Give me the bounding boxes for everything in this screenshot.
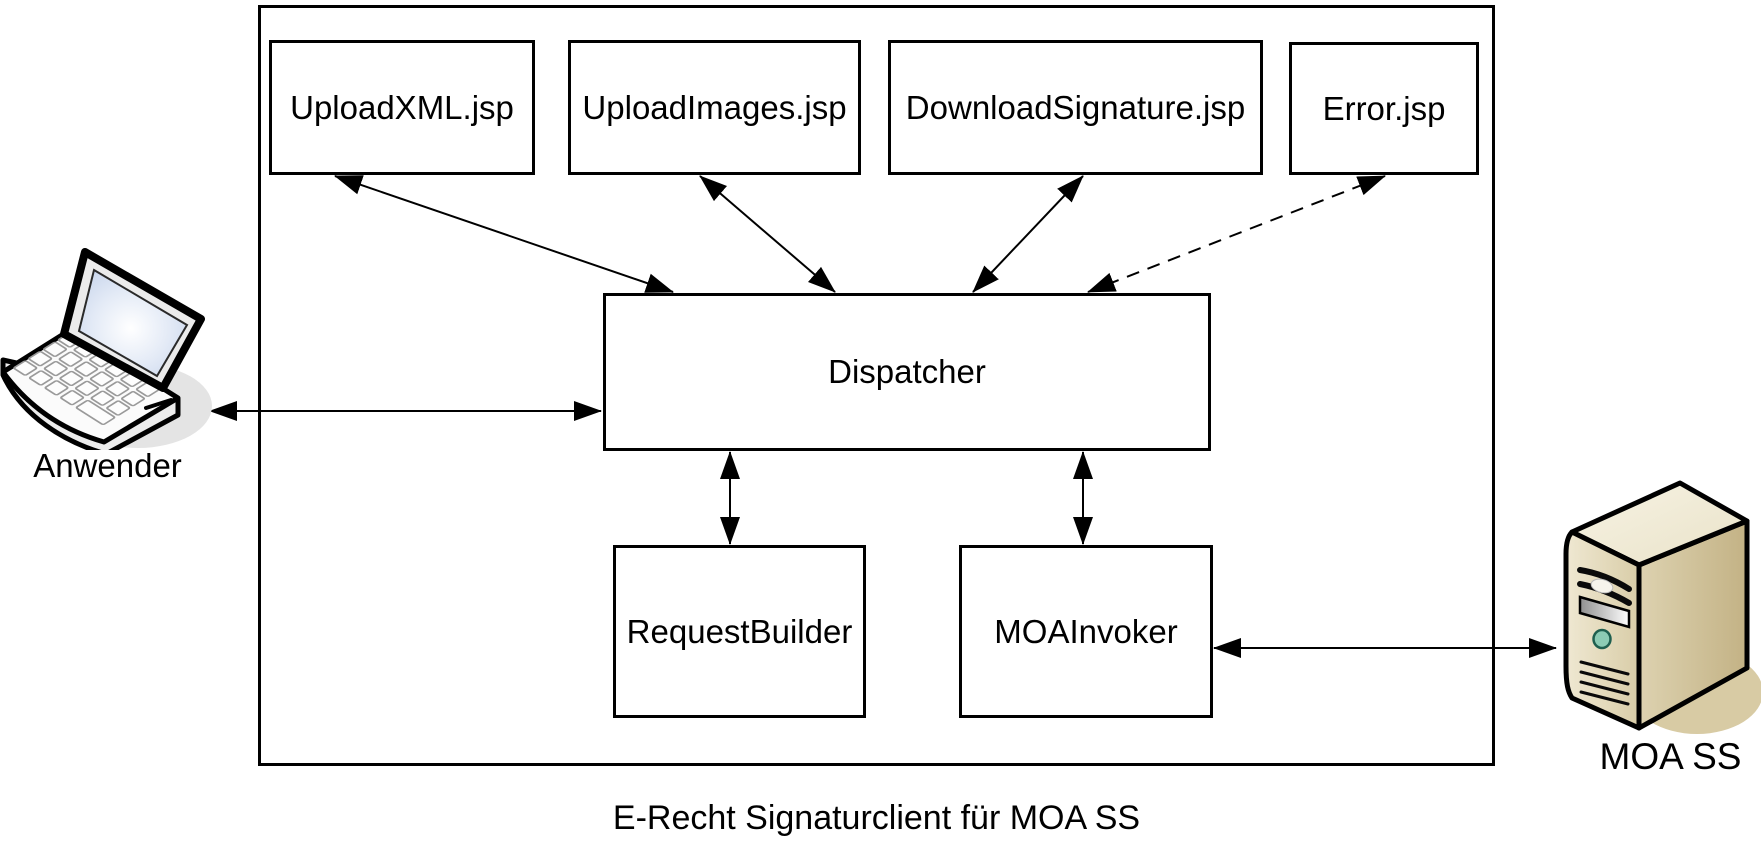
anwender-actor bbox=[0, 248, 215, 457]
node-dispatcher: Dispatcher bbox=[603, 293, 1211, 451]
laptop-icon bbox=[0, 248, 212, 457]
server-power-button bbox=[1592, 628, 1612, 650]
laptop-keys bbox=[13, 332, 160, 426]
node-dispatcher-label: Dispatcher bbox=[828, 353, 986, 391]
server-drive-button bbox=[1590, 578, 1614, 594]
server-vents bbox=[1579, 660, 1630, 706]
diagram-caption: E-Recht Signaturclient für MOA SS bbox=[612, 799, 1141, 837]
node-uploadimages-jsp: UploadImages.jsp bbox=[568, 40, 861, 175]
moa-ss-actor bbox=[1555, 470, 1761, 742]
node-uploadimages-label: UploadImages.jsp bbox=[582, 88, 847, 126]
node-moainvoker: MOAInvoker bbox=[959, 545, 1213, 718]
node-requestbuilder-label: RequestBuilder bbox=[626, 612, 853, 650]
laptop-hinge-slot bbox=[144, 398, 173, 410]
connector-error-dispatcher-dashed bbox=[1087, 175, 1386, 293]
node-moainvoker-label: MOAInvoker bbox=[994, 612, 1178, 650]
node-requestbuilder: RequestBuilder bbox=[613, 545, 866, 718]
server-drive-slot bbox=[1578, 595, 1631, 629]
moa-ss-label: MOA SS bbox=[1599, 736, 1742, 777]
connector-uploadxml-dispatcher bbox=[334, 175, 674, 293]
server-drive-line-1 bbox=[1577, 567, 1632, 592]
anwender-label: Anwender bbox=[33, 447, 182, 484]
server-icon bbox=[1563, 480, 1761, 734]
connector-downloadsignature-dispatcher bbox=[972, 175, 1084, 293]
node-uploadxml-jsp: UploadXML.jsp bbox=[269, 40, 535, 175]
node-downloadsignature-label: DownloadSignature.jsp bbox=[905, 88, 1246, 126]
system-boundary bbox=[258, 5, 1495, 766]
node-uploadxml-label: UploadXML.jsp bbox=[290, 88, 514, 126]
node-downloadsignature-jsp: DownloadSignature.jsp bbox=[888, 40, 1263, 175]
laptop-screen bbox=[77, 268, 189, 378]
node-error-jsp: Error.jsp bbox=[1289, 42, 1479, 175]
connector-uploadimages-dispatcher bbox=[699, 175, 836, 293]
node-error-label: Error.jsp bbox=[1322, 89, 1446, 127]
